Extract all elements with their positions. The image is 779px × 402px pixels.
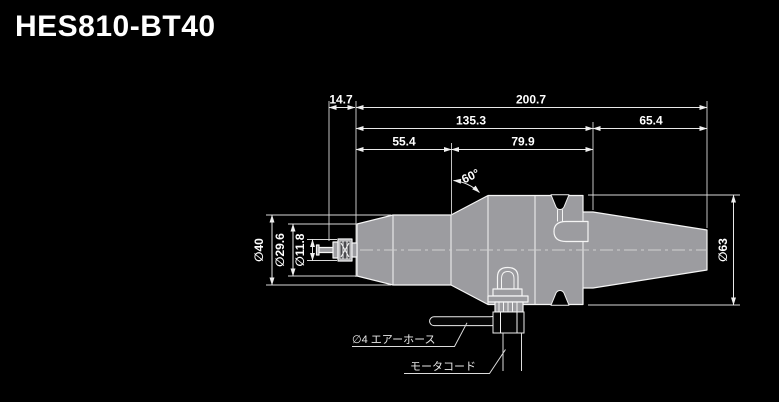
collet-ring bbox=[332, 241, 339, 259]
dim-label-dia118: ∅11.8 bbox=[293, 233, 307, 266]
motor-cord bbox=[502, 333, 522, 371]
dim-label-protrusion: 14.7 bbox=[329, 93, 353, 107]
dim-label-dia63: ∅63 bbox=[716, 238, 730, 262]
dim-label-dia296: ∅29.6 bbox=[273, 233, 287, 267]
air-fitting-dome bbox=[496, 266, 519, 290]
dim-label-nose-length: 55.4 bbox=[392, 135, 416, 149]
flange-drive-key bbox=[553, 220, 589, 243]
dim-label-shank-length: 65.4 bbox=[639, 114, 663, 128]
dim-label-taper-angle: 60° bbox=[459, 166, 482, 187]
dim-label-dia40: ∅40 bbox=[252, 238, 266, 262]
dim-label-total-length: 200.7 bbox=[516, 93, 546, 107]
flange-groove-bottom bbox=[550, 290, 570, 306]
spindle-body bbox=[315, 194, 708, 306]
collet-collar bbox=[351, 242, 358, 258]
fitting-nut-knurl bbox=[498, 302, 518, 312]
collet-nut-cross bbox=[340, 241, 350, 259]
air-fitting-dome-inner bbox=[501, 270, 515, 289]
flange-groove-connectors bbox=[557, 209, 563, 222]
mount-plate bbox=[487, 295, 529, 303]
callout-leaders bbox=[352, 322, 506, 374]
air-hose-label: ∅4 エアーホース bbox=[352, 333, 436, 346]
dimension-lines bbox=[269, 105, 736, 306]
motor-connector bbox=[492, 311, 525, 334]
motor-cord-label: モータコード bbox=[410, 360, 476, 373]
air-hose-leader bbox=[352, 322, 468, 347]
motor-connector-segments bbox=[500, 312, 518, 333]
underside-fittings bbox=[429, 266, 529, 371]
air-fitting-collar bbox=[492, 288, 523, 297]
flange-groove-top bbox=[550, 194, 570, 210]
dim-label-body-length: 135.3 bbox=[456, 114, 486, 128]
extension-lines bbox=[266, 101, 740, 306]
motor-cord-leader bbox=[404, 349, 506, 374]
collet-shaft-tip bbox=[315, 244, 320, 256]
page-title: HES810-BT40 bbox=[15, 10, 216, 43]
dim-arc-taper-angle bbox=[453, 178, 480, 193]
dim-label-mid-length: 79.9 bbox=[511, 135, 535, 149]
